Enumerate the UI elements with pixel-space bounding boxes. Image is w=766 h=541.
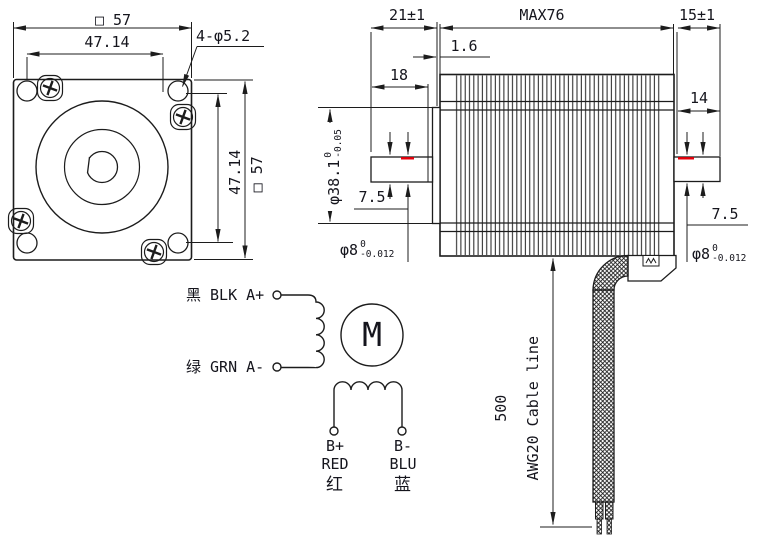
dim-hole-spacing-h-label: 47.14 bbox=[84, 33, 130, 51]
phase-b-minus-cn-label: 蓝 bbox=[394, 475, 411, 495]
dim-pilot-diameter-label: φ38.1 0 -0.05 bbox=[323, 123, 345, 211]
cable-bend bbox=[592, 254, 629, 291]
cable-wire bbox=[595, 501, 604, 520]
dim-front-flat-label: 7.5 bbox=[358, 188, 386, 206]
side-view-linework bbox=[318, 22, 748, 535]
phase-b-minus-color-label: BLU bbox=[389, 455, 417, 473]
cable-wire bbox=[605, 501, 614, 520]
pilot-boss bbox=[431, 106, 441, 225]
phase-b-plus-label: B+ bbox=[325, 437, 345, 455]
screw bbox=[140, 238, 168, 266]
phase-a-plus-label: 黑 BLK A+ bbox=[186, 286, 265, 304]
motor-symbol-label: M bbox=[362, 315, 382, 354]
cable-wire-end bbox=[606, 518, 612, 535]
dim-pilot-depth-label: 1.6 bbox=[450, 37, 478, 55]
shaft-tol-lower: -0.012 bbox=[712, 253, 747, 265]
front-view-linework bbox=[7, 22, 264, 266]
dim-front-shaft-diameter-label: φ8 0 -0.012 bbox=[340, 239, 395, 261]
mount-hole bbox=[167, 80, 189, 102]
front-shaft bbox=[370, 156, 434, 183]
phase-b-minus-label: B- bbox=[393, 437, 413, 455]
mount-hole bbox=[16, 232, 38, 254]
dim-hole-spacing-v-label: 47.14 bbox=[225, 149, 244, 195]
shaft-diameter-value: φ8 bbox=[692, 245, 711, 264]
cable-wire-end bbox=[596, 518, 602, 535]
screw bbox=[7, 207, 35, 235]
cable-connector bbox=[627, 254, 677, 282]
pilot-tol-lower: -0.05 bbox=[333, 129, 344, 158]
cable-length-label: 500 bbox=[491, 394, 510, 422]
shaft-diameter-value: φ8 bbox=[340, 241, 359, 260]
rear-shaft bbox=[673, 156, 721, 183]
screw bbox=[36, 74, 64, 102]
wiring-diagram-linework bbox=[272, 290, 407, 436]
dim-rear-shaft-label: 14 bbox=[689, 89, 709, 107]
phase-b-coil bbox=[333, 381, 403, 428]
shaft-tol-upper: 0 bbox=[712, 243, 718, 254]
cable-note-label: AWG20 Cable line bbox=[523, 336, 542, 481]
shaft-tol-lower: -0.012 bbox=[360, 249, 395, 261]
dim-rear-flat-label: 7.5 bbox=[711, 205, 739, 223]
terminal-b-plus bbox=[329, 426, 339, 436]
motor-symbol-circle bbox=[340, 303, 404, 367]
dim-front-shaft-label: 18 bbox=[389, 66, 409, 84]
mount-hole bbox=[167, 232, 189, 254]
mount-holes-note-label: 4-φ5.2 bbox=[196, 27, 251, 45]
terminal-a-minus bbox=[272, 362, 282, 372]
dim-front-length-label: 21±1 bbox=[388, 6, 426, 24]
pilot-diameter-value: φ38.1 bbox=[324, 159, 343, 205]
phase-b-plus-cn-label: 红 bbox=[326, 475, 343, 495]
mount-hole bbox=[16, 80, 38, 102]
phase-a-minus-label: 绿 GRN A- bbox=[186, 358, 265, 376]
dim-body-length-label: MAX76 bbox=[519, 6, 565, 24]
dim-rear-length-label: 15±1 bbox=[678, 6, 716, 24]
phase-a-coil bbox=[281, 294, 325, 369]
dim-rear-shaft-diameter-label: φ8 0 -0.012 bbox=[692, 243, 747, 265]
shaft-tol-upper: 0 bbox=[360, 239, 366, 250]
dim-outer-height-label: □ 57 bbox=[247, 156, 266, 193]
cable bbox=[592, 289, 615, 503]
terminal-a-plus bbox=[272, 290, 282, 300]
dim-outer-width-label: □ 57 bbox=[94, 11, 132, 29]
holes-leader-arrow bbox=[182, 46, 198, 88]
screw bbox=[169, 103, 197, 131]
phase-b-plus-color-label: RED bbox=[321, 455, 349, 473]
terminal-b-minus bbox=[397, 426, 407, 436]
